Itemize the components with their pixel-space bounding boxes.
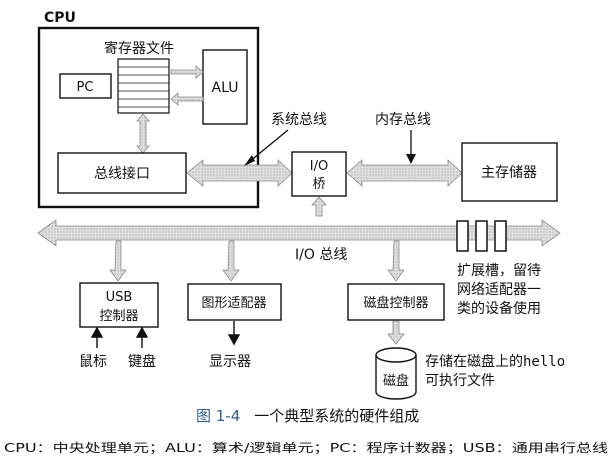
alu-label: ALU bbox=[212, 80, 239, 96]
disk-label: 磁盘 bbox=[383, 373, 409, 389]
io-bus bbox=[37, 219, 561, 247]
expansion-note-line1: 扩展槽，留待 bbox=[457, 263, 541, 279]
disk-controller-label: 磁盘控制器 bbox=[363, 295, 428, 311]
main-memory-box bbox=[461, 142, 558, 202]
input-device-arrows bbox=[90, 326, 149, 348]
register-file-label: 寄存器文件 bbox=[104, 40, 174, 57]
io-bridge-box bbox=[291, 151, 347, 197]
register-file bbox=[117, 58, 170, 114]
io-bridge-label-line2: 桥 bbox=[312, 177, 325, 192]
keyboard-label: 键盘 bbox=[128, 353, 156, 370]
disk-controller-box bbox=[347, 283, 445, 321]
figure-number: 图 1-4 bbox=[196, 407, 240, 425]
alu-box bbox=[202, 49, 248, 125]
mouse-label: 鼠标 bbox=[79, 354, 107, 370]
disk-icon bbox=[375, 347, 417, 400]
bus-interface-box bbox=[57, 152, 187, 194]
io-bridge-label-line1: I/O bbox=[310, 159, 328, 174]
pc-label: PC bbox=[77, 80, 94, 95]
system-bus-pointer bbox=[248, 129, 289, 163]
usb-controller-label-line2: 控制器 bbox=[99, 309, 138, 324]
expansion-note-line2: 网络适配器一 bbox=[457, 282, 541, 298]
expansion-note-line3: 类的设备使用 bbox=[457, 300, 541, 317]
figure-title: 一个典型系统的硬件组成 bbox=[254, 407, 419, 425]
usb-controller-box bbox=[79, 282, 159, 328]
disk-note-line1: 存储在磁盘上的hello bbox=[425, 353, 565, 370]
memory-bus-label: 内存总线 bbox=[375, 112, 431, 128]
io-bridge-io-bus-arrow bbox=[311, 196, 327, 217]
main-memory-label: 主存储器 bbox=[481, 165, 537, 181]
regfile-bus-interface-arrow bbox=[136, 113, 150, 154]
memory-bus-pointer-head bbox=[406, 154, 416, 164]
usb-controller-label-line1: USB bbox=[106, 290, 133, 305]
expansion-slots bbox=[456, 220, 507, 252]
disk-note-line1-code: hello bbox=[523, 354, 565, 370]
pc-register bbox=[59, 73, 112, 99]
system-bus-pointer-head bbox=[244, 155, 255, 166]
graphics-adapter-label: 图形适配器 bbox=[201, 296, 266, 311]
io-bus-label: I/O 总线 bbox=[295, 247, 347, 263]
cpu-box bbox=[37, 26, 260, 209]
display-label: 显示器 bbox=[209, 354, 251, 370]
disk-controller-disk-arrow bbox=[387, 320, 405, 345]
io-bus-device-arrows bbox=[109, 240, 405, 282]
figure-caption: 图 1-4 一个典型系统的硬件组成 bbox=[196, 407, 419, 425]
graphics-adapter-box bbox=[187, 283, 282, 321]
regfile-alu-arrows bbox=[170, 65, 204, 106]
disk-note-line2: 可执行文件 bbox=[425, 373, 495, 389]
system-bus-label: 系统总线 bbox=[271, 112, 327, 128]
display-arrow bbox=[227, 321, 241, 346]
memory-bus bbox=[346, 159, 463, 187]
system-bus bbox=[186, 159, 293, 187]
disk-note-line1-prefix: 存储在磁盘上的 bbox=[425, 353, 523, 370]
bus-interface-label: 总线接口 bbox=[94, 165, 150, 182]
figure-legend: CPU：中央处理单元；ALU：算术/逻辑单元；PC：程序计数器；USB：通用串行… bbox=[4, 440, 608, 455]
expansion-note: 扩展槽，留待 网络适配器一 类的设备使用 bbox=[457, 263, 541, 317]
cpu-label: CPU bbox=[44, 10, 76, 26]
